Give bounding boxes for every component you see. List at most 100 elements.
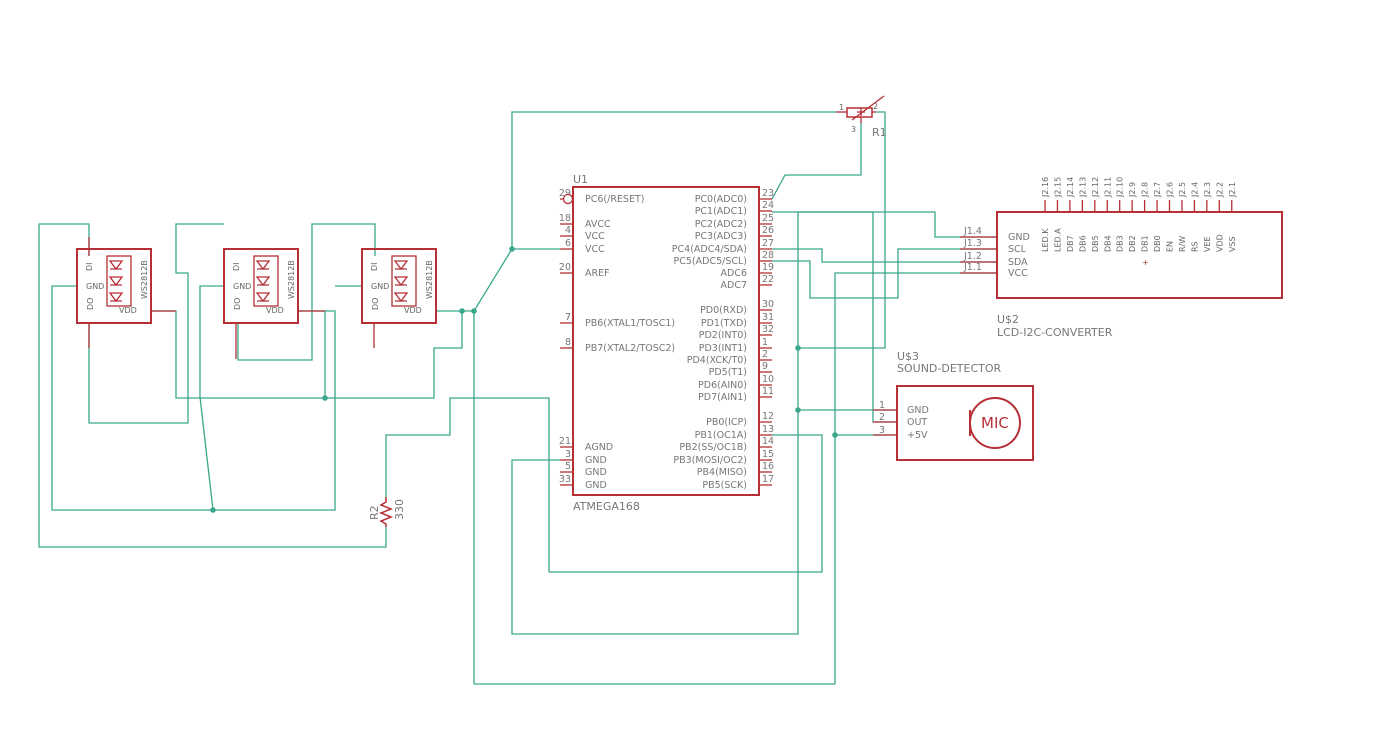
pin-label-di: DI <box>85 262 94 271</box>
u1-pin-number: 30 <box>762 299 774 310</box>
u1-pin-number: 8 <box>565 337 571 348</box>
u2-lcd-pins: J2.16LED.KJ2.15LED.AJ2.14DB7J2.13DB6J2.1… <box>1041 177 1237 252</box>
wiper-arrow-icon <box>851 95 885 121</box>
junctions <box>210 246 838 513</box>
wire-sda <box>772 248 997 263</box>
led-module-3[interactable]: DI GND DO VDD WS2812B <box>361 248 437 348</box>
junction <box>471 308 477 314</box>
u1-pin-name: PB5(SCK) <box>702 480 747 491</box>
wire-led2-gnd <box>199 285 224 511</box>
u2-top-pin-name: VEE <box>1203 236 1212 252</box>
junction <box>795 345 801 351</box>
wire-led1-do <box>88 223 224 424</box>
u1-pin-number: 23 <box>762 188 774 199</box>
u2-top-pin-name: R/W <box>1178 236 1187 252</box>
u1-pin-name: PB7(XTAL2/TOSC2) <box>585 343 675 354</box>
u1-pin-name: PC5(ADC5/SCL) <box>674 256 747 267</box>
u1-pin-name: GND <box>585 480 607 491</box>
u1-value: ATMEGA168 <box>573 500 640 513</box>
junction <box>322 395 328 401</box>
r1-pin1: 1 <box>839 103 844 112</box>
u2-top-pin-name: RS <box>1190 241 1199 252</box>
u2-top-pin-number: J2.14 <box>1066 177 1075 198</box>
u3-pin-number: 2 <box>879 412 885 423</box>
pin-label-do: DO <box>233 298 242 310</box>
pin-label-vdd: VDD <box>119 306 137 315</box>
led-module-1[interactable]: DI GND DO VDD WS2812B <box>76 237 176 348</box>
u1-pin-number: 4 <box>565 225 571 236</box>
u2-top-pin-number: J2.5 <box>1178 182 1187 198</box>
u1-pin-number: 29 <box>559 188 571 199</box>
u2-top-pin-name: DB2 <box>1128 235 1137 252</box>
u1-pin-number: 11 <box>762 386 774 397</box>
u3-pin-name: GND <box>907 405 929 416</box>
u1-pin-number: 33 <box>559 474 571 485</box>
u2-name: U$2 <box>997 313 1019 326</box>
u2-top-pin-name: VDD <box>1215 234 1224 252</box>
u1-right-pins: 23PC0(ADC0)24PC1(ADC1)25PC2(ADC2)26PC3(A… <box>672 188 774 491</box>
u2-top-pin-number: J2.16 <box>1041 177 1050 198</box>
u1-pin-number: 28 <box>762 250 774 261</box>
u2-top-pin-number: J2.3 <box>1203 182 1212 198</box>
u2-pin-number: J1.1 <box>963 262 982 273</box>
r2-value: 330 <box>393 499 406 520</box>
wire-r1-wiper <box>771 122 862 200</box>
led-diodes-icon <box>253 255 279 307</box>
u1-pin-number: 18 <box>559 213 571 224</box>
u1-pin-number: 7 <box>565 312 571 323</box>
led-module-2[interactable]: DI GND DO VDD WS2812B <box>223 248 325 359</box>
potentiometer-r1[interactable]: 1 2 3 R1 <box>836 95 887 139</box>
u1-pin-name: PC4(ADC4/SDA) <box>672 244 747 255</box>
u1-pin-number: 2 <box>762 349 768 360</box>
wire-gnd-loop <box>511 211 997 635</box>
u1-pin-number: 21 <box>559 436 571 447</box>
u1-pin-number: 12 <box>762 411 774 422</box>
u1-pin-name: PC0(ADC0) <box>695 194 747 205</box>
u1-pin-name: GND <box>585 467 607 478</box>
u1-pin-number: 10 <box>762 374 774 385</box>
u1-pin-name: PD4(XCK/T0) <box>687 355 747 366</box>
u1-pin-name: PD6(AIN0) <box>698 380 747 391</box>
u1-pin-name: PC3(ADC3) <box>695 231 747 242</box>
u1-pin-name: ADC6 <box>721 268 748 279</box>
part-label: WS2812B <box>425 260 434 299</box>
u1-pin-name: AREF <box>585 268 610 279</box>
u1-pin-number: 6 <box>565 238 571 249</box>
pin-label-do: DO <box>371 298 380 310</box>
u1-pin-number: 32 <box>762 324 774 335</box>
pin-label-gnd: GND <box>233 282 251 291</box>
u3-pin-name: OUT <box>907 417 927 428</box>
u2-top-pin-name: VSS <box>1228 236 1237 252</box>
u1-pin-name: PD5(T1) <box>709 367 747 378</box>
u2-pin-number: J1.3 <box>963 238 982 249</box>
u2-top-pin-number: J2.1 <box>1228 182 1237 198</box>
u2-pin-number: J1.2 <box>963 251 982 262</box>
u1-pin-name: PD1(TXD) <box>701 318 747 329</box>
part-label: WS2812B <box>287 260 296 299</box>
u2-top-pin-name: DB1 <box>1141 235 1150 252</box>
u1-pin-name: PB4(MISO) <box>697 467 747 478</box>
u2-top-pin-name: LED.K <box>1041 228 1050 252</box>
pin-label-di: DI <box>232 262 241 271</box>
u1-pin-name: AVCC <box>585 219 611 230</box>
u1-pin-number: 20 <box>559 262 571 273</box>
u1-pin-number: 17 <box>762 474 774 485</box>
u1-pin-name: PC2(ADC2) <box>695 219 747 230</box>
u2-top-pin-number: J2.15 <box>1053 177 1062 198</box>
u2-top-pin-number: J2.9 <box>1128 182 1137 198</box>
u2-top-pin-name: DB7 <box>1066 235 1075 252</box>
u1-left-pins: 29PC6(/RESET)18AVCC4VCC6VCC20AREF7PB6(XT… <box>559 188 675 491</box>
u1-pin-name: PB1(OC1A) <box>695 430 747 441</box>
pin-label-do: DO <box>86 298 95 310</box>
u2-top-pin-name: DB6 <box>1078 235 1087 252</box>
resistor-r2[interactable]: R2 330 <box>368 497 406 527</box>
u2-pin-name: VCC <box>1008 268 1028 279</box>
ic-u1-atmega168[interactable]: U1 ATMEGA168 29PC6(/RESET)18AVCC4VCC6VCC… <box>559 173 774 513</box>
u2-top-pin-name: DB5 <box>1091 235 1100 252</box>
u1-pin-number: 24 <box>762 200 774 211</box>
